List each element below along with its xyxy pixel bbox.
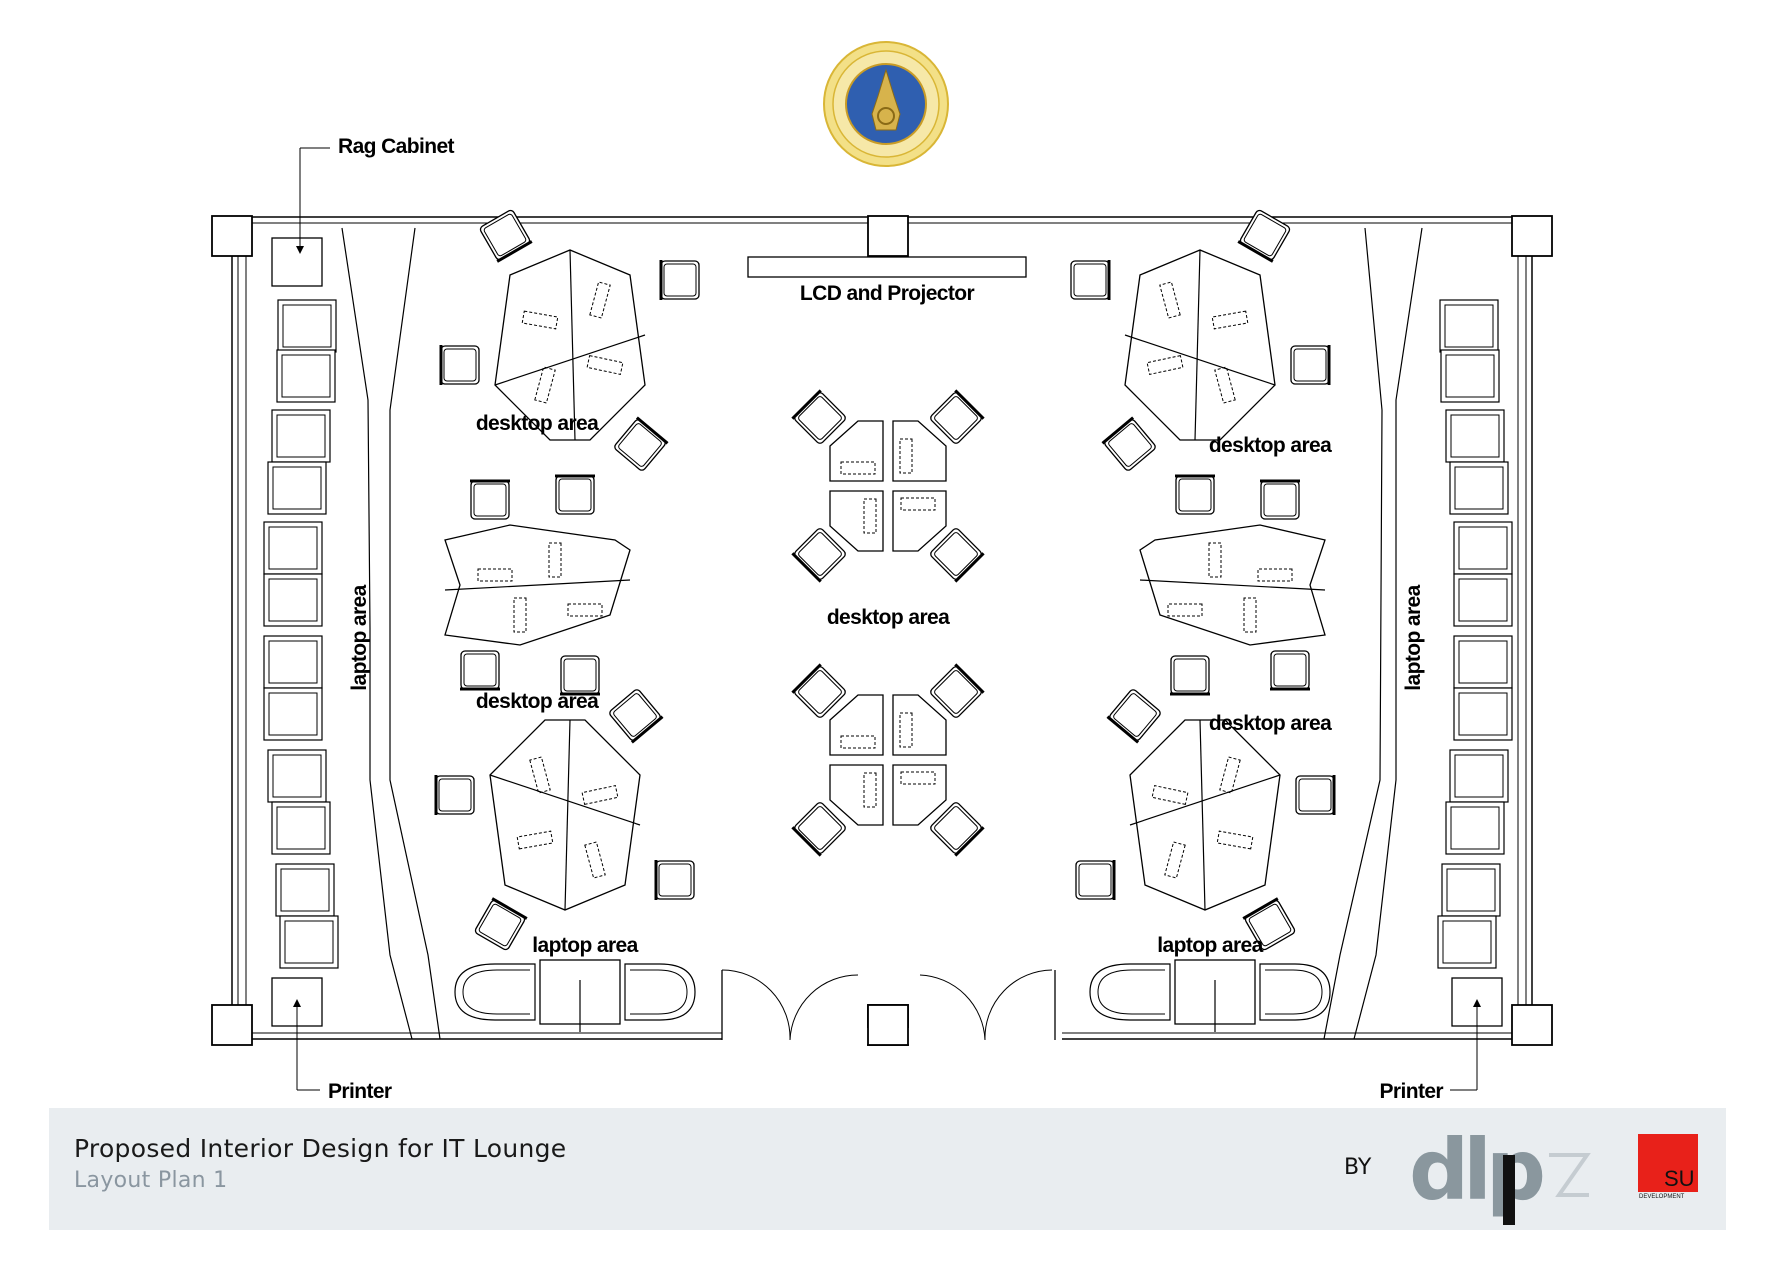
lcd-projector-label: LCD and Projector	[800, 282, 975, 305]
laptop-area-label-bottom-left: laptop area	[532, 934, 638, 957]
su-logo: SU DEVELOPMENT	[1638, 1134, 1698, 1200]
desk-cluster-bottom-left	[436, 688, 694, 952]
right-bench	[1437, 299, 1513, 969]
desk-pod-top-center	[792, 390, 983, 581]
rag-cabinet-label: Rag Cabinet	[338, 135, 455, 158]
zone-dividers	[341, 227, 1423, 1040]
title-block: Proposed Interior Design for IT Lounge L…	[49, 1108, 1726, 1230]
rag-cabinet: Rag Cabinet	[271, 135, 455, 287]
laptop-area-label-bottom-right: laptop area	[1157, 934, 1263, 957]
desk-cluster-middle-left	[445, 476, 630, 694]
project-title: Proposed Interior Design for IT Lounge	[74, 1134, 567, 1163]
lcd-projector: LCD and Projector	[747, 256, 1027, 305]
desktop-area-label-top-left: desktop area	[476, 412, 599, 435]
svg-text:SU: SU	[1664, 1166, 1695, 1191]
laptop-area-label-right: laptop area	[1402, 584, 1425, 690]
dlp-logo: dlp	[1409, 1133, 1591, 1225]
desk-cluster-top-right	[1071, 209, 1329, 473]
svg-text:DEVELOPMENT: DEVELOPMENT	[1639, 1194, 1685, 1200]
printer-left: Printer	[271, 977, 393, 1103]
laptop-lounge-right	[1089, 959, 1331, 1033]
laptop-area-label-left: laptop area	[348, 584, 371, 690]
structural-columns	[211, 215, 1553, 1046]
printer-right: Printer	[1380, 977, 1503, 1103]
entrance-doors	[721, 969, 1062, 1046]
desktop-area-label-middle-left: desktop area	[476, 690, 599, 713]
desktop-area-label-center: desktop area	[827, 606, 950, 629]
svg-text:dlp: dlp	[1409, 1133, 1543, 1219]
drawing-subtitle: Layout Plan 1	[74, 1168, 228, 1193]
printer-left-label: Printer	[328, 1080, 392, 1103]
printer-right-label: Printer	[1380, 1080, 1444, 1103]
university-seal-icon	[823, 41, 949, 167]
desktop-area-label-top-right: desktop area	[1209, 434, 1332, 457]
laptop-lounge-left	[454, 959, 696, 1033]
by-label: BY	[1344, 1155, 1372, 1180]
desk-pod-bottom-center	[792, 664, 983, 855]
desk-cluster-middle-right	[1140, 476, 1325, 694]
left-bench	[263, 299, 339, 969]
desktop-area-label-middle-right: desktop area	[1209, 712, 1332, 735]
